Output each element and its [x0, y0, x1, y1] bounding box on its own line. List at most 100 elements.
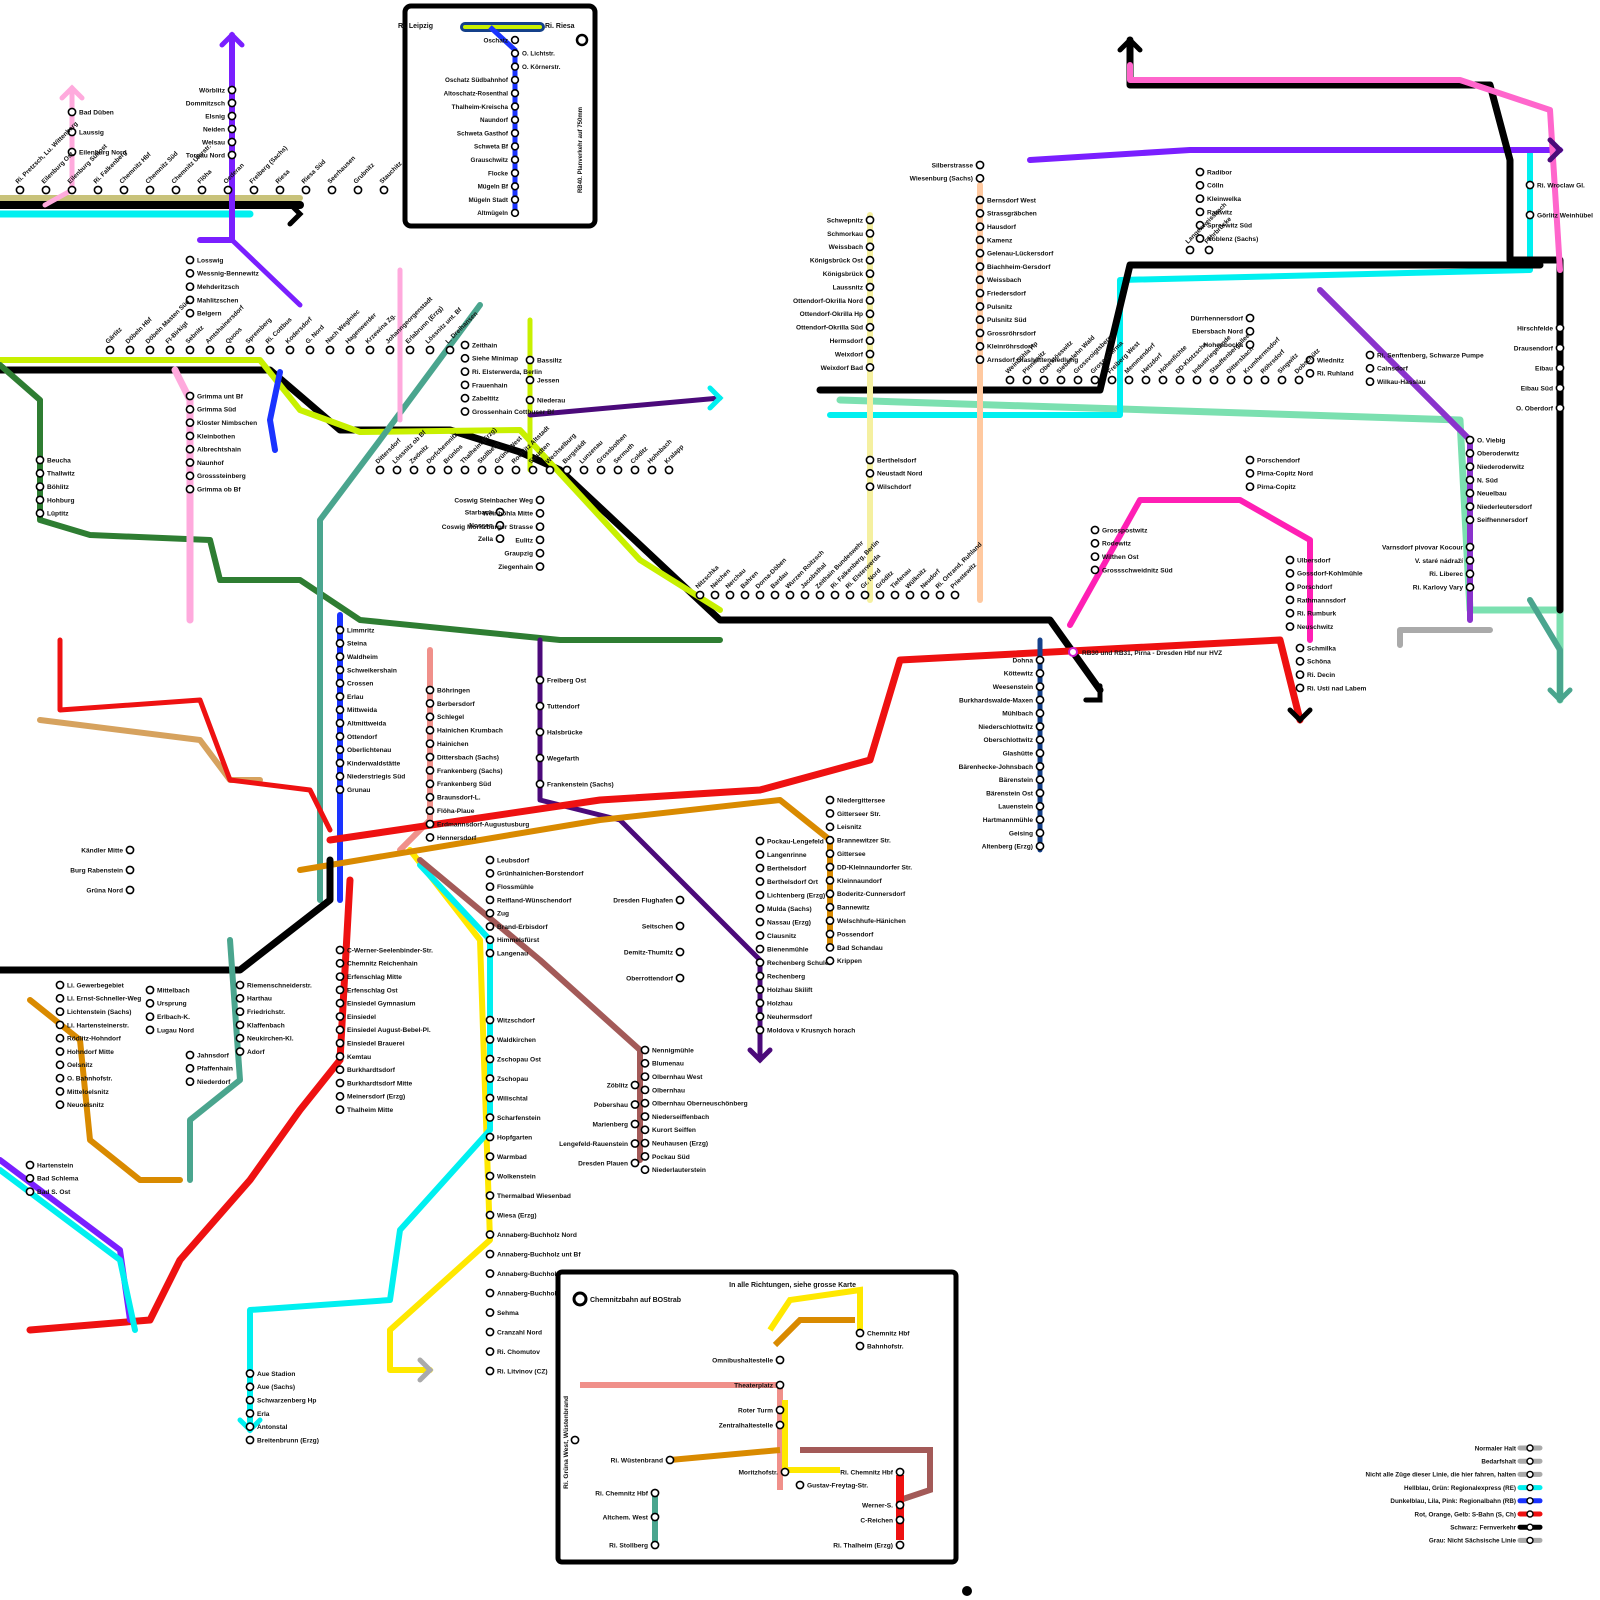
station-dot — [1036, 723, 1043, 730]
station-dot — [976, 161, 983, 168]
station-label: Neustadt Nord — [877, 471, 922, 478]
inset-station-label: C-Reichen — [860, 1517, 893, 1524]
station-dot — [536, 496, 543, 503]
station-label: Burg Rabenstein — [70, 867, 123, 874]
station-label: Eulitz — [515, 537, 533, 544]
station-label: Thermalbad Wiesenbad — [497, 1193, 571, 1200]
inset-station-label: Schweta Gasthof — [457, 130, 509, 137]
station-dot — [1091, 540, 1098, 547]
station-dot — [336, 1066, 343, 1073]
station-label: Starbach — [465, 509, 493, 516]
inset-station-dot — [651, 1541, 658, 1548]
station-label: Berthelsdorf — [877, 457, 917, 464]
station-label: Aue (Sachs) — [257, 1384, 295, 1391]
station-label: Losswig — [197, 257, 223, 264]
station-dot — [336, 960, 343, 967]
station-label: Weesenstein — [993, 684, 1033, 691]
station-label: Quoos — [224, 326, 244, 346]
inset-station-label: Altchem. West — [603, 1514, 649, 1521]
hvz-note: RB30 und RB31, Pirna - Dresden Hbf nur H… — [1082, 650, 1222, 657]
station-dot — [426, 820, 433, 827]
station-label: Grunau — [347, 787, 370, 794]
station-label: Wiesa (Erzg) — [497, 1212, 537, 1219]
station-dot — [866, 324, 873, 331]
station-label: Bad Schlema — [37, 1176, 79, 1183]
station-label: Steina — [347, 641, 367, 648]
station-dot — [1296, 671, 1303, 678]
station-dot — [336, 1079, 343, 1086]
station-dot — [106, 346, 113, 353]
station-dot — [1040, 376, 1047, 383]
station-dot — [426, 834, 433, 841]
station-dot — [1556, 344, 1563, 351]
station-label: Laussnitz — [833, 284, 864, 291]
station-label: Langenrinne — [767, 852, 807, 859]
inset-station-dot — [512, 130, 519, 137]
station-dot — [426, 700, 433, 707]
station-dot — [461, 368, 468, 375]
station-dot — [42, 186, 49, 193]
inset-station-dot — [512, 170, 519, 177]
station-label: Zabeltitz — [472, 396, 499, 403]
station-label: Hohndorf Mitte — [67, 1049, 114, 1056]
station-dot — [866, 270, 873, 277]
station-label: Wilschdorf — [877, 484, 912, 491]
station-dot — [826, 810, 833, 817]
station-label: Pulsnitz Süd — [987, 317, 1027, 324]
station-dot — [1057, 376, 1064, 383]
station-dot — [486, 1270, 493, 1277]
station-dot — [976, 210, 983, 217]
station-label: Kamenz — [987, 237, 1013, 244]
chemnitz-inset: Chemnitz HbfBahnhofstr.Omnibushaltestell… — [558, 1272, 956, 1562]
station-dot — [536, 523, 543, 530]
station-label: Böhlitz — [47, 484, 70, 491]
station-dot — [336, 733, 343, 740]
station-label: Grubnitz — [352, 162, 376, 186]
station-dot — [236, 981, 243, 988]
station-label: Köttewitz — [1004, 671, 1034, 678]
station-dot — [641, 1153, 648, 1160]
station-dot — [756, 918, 763, 925]
station-label: Ri. Rumburk — [1297, 611, 1337, 618]
station-label: Brand-Erbisdorf — [497, 924, 548, 931]
station-label: Dresden Flughafen — [613, 897, 673, 904]
station-label: Grimma unt Bf — [197, 393, 244, 400]
station-label: Oberrottendorf — [626, 975, 674, 982]
station-dot — [1526, 211, 1533, 218]
station-dot — [336, 626, 343, 633]
station-label: Jahnsdorf — [197, 1052, 230, 1059]
station-label: Coswig Steinbacher Weg — [454, 497, 533, 504]
station-dot — [336, 1026, 343, 1033]
station-label: V. staré nádraží — [1415, 558, 1464, 565]
station-dot — [580, 466, 587, 473]
station-label: Frankenstein (Sachs) — [547, 781, 614, 788]
inset-station-label: Zentralhaltestelle — [719, 1422, 774, 1429]
station-label: O. Bahnhofstr. — [67, 1076, 113, 1083]
station-dot — [1159, 376, 1166, 383]
station-dot — [866, 470, 873, 477]
station-label: Einsiedel August-Bebel-Pl. — [347, 1027, 431, 1034]
station-dot — [1556, 364, 1563, 371]
station-label: Neukirchen-Kl. — [247, 1036, 294, 1043]
station-label: Dittersbach (Sachs) — [437, 754, 499, 761]
station-label: Moldova v Krusnych horach — [767, 1027, 855, 1034]
station-dot — [1036, 710, 1043, 717]
station-dot — [1210, 376, 1217, 383]
station-label: Ebersbach Nord — [1192, 329, 1243, 336]
inset-station-label: O. Körnerstr. — [522, 64, 561, 71]
station-label: Kleinwelka — [1207, 196, 1241, 203]
legend-item: Grau: Nicht Sächsische Linie — [1429, 1538, 1517, 1545]
station-dot — [186, 1065, 193, 1072]
station-label: Mehderitzsch — [197, 284, 239, 291]
station-label: Sehma — [497, 1310, 519, 1317]
station-dot — [1286, 556, 1293, 563]
station-dot — [186, 270, 193, 277]
station-dot — [426, 753, 433, 760]
station-dot — [328, 186, 335, 193]
station-label: Welschhufe-Hänichen — [837, 918, 906, 925]
station-dot — [186, 472, 193, 479]
station-dot — [336, 680, 343, 687]
station-dot — [336, 1093, 343, 1100]
station-label: Wilkau-Hasslau — [1377, 379, 1426, 386]
station-dot — [444, 466, 451, 473]
